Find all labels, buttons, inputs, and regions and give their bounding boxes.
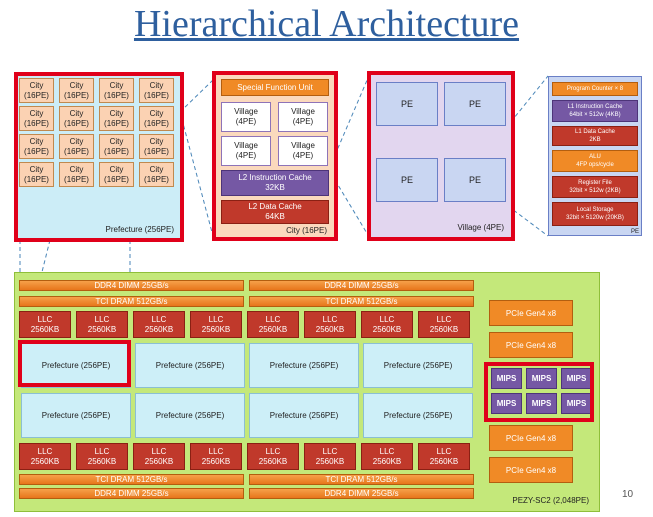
prefecture-tile: Prefecture (256PE) xyxy=(249,343,359,388)
llc-box: LLC 2560KB xyxy=(190,311,242,338)
ddr4-bar: DDR4 DIMM 25GB/s xyxy=(19,280,244,291)
mips-core: MIPS xyxy=(491,368,522,389)
mips-core: MIPS xyxy=(491,393,522,414)
pe-box: PE xyxy=(444,82,506,126)
village-panel: PE PE PE PE Village (4PE) xyxy=(370,74,512,238)
prefecture-tile: Prefecture (256PE) xyxy=(249,393,359,438)
mips-core: MIPS xyxy=(561,368,592,389)
mips-core: MIPS xyxy=(526,393,557,414)
city-box: City (16PE) xyxy=(19,78,54,103)
ddr4-bar: DDR4 DIMM 25GB/s xyxy=(249,280,474,291)
village-panel-label: Village (4PE) xyxy=(457,223,504,232)
pcie-block: PCIe Gen4 x8 xyxy=(489,425,573,451)
city-box: City (16PE) xyxy=(139,162,174,187)
city-box: City (16PE) xyxy=(99,78,134,103)
pe-box: PE xyxy=(376,158,438,202)
city-box: City (16PE) xyxy=(59,134,94,159)
pe-box: PE xyxy=(444,158,506,202)
city-box: City (16PE) xyxy=(19,134,54,159)
llc-box: LLC 2560KB xyxy=(361,443,413,470)
local-storage: Local Storage 32bit × 5120w (20KB) xyxy=(552,202,638,226)
prefecture-panel: City (16PE)City (16PE)City (16PE)City (1… xyxy=(16,74,182,240)
llc-box: LLC 2560KB xyxy=(418,443,470,470)
city-box: City (16PE) xyxy=(59,162,94,187)
city-box: City (16PE) xyxy=(19,162,54,187)
city-highlight xyxy=(212,71,338,241)
pcie-block: PCIe Gen4 x8 xyxy=(489,457,573,483)
llc-box: LLC 2560KB xyxy=(247,311,299,338)
llc-box: LLC 2560KB xyxy=(190,443,242,470)
register-file: Register File 32bit × 512w (2KB) xyxy=(552,176,638,198)
pe-panel: Program Counter × 8 L1 Instruction Cache… xyxy=(548,76,642,236)
llc-box: LLC 2560KB xyxy=(418,311,470,338)
prefecture-tile: Prefecture (256PE) xyxy=(135,343,245,388)
city-box: City (16PE) xyxy=(59,78,94,103)
city-box: City (16PE) xyxy=(139,78,174,103)
prefecture-tile: Prefecture (256PE) xyxy=(21,393,131,438)
city-box: City (16PE) xyxy=(19,106,54,131)
city-box: City (16PE) xyxy=(99,134,134,159)
l2-instruction-cache: L2 Instruction Cache 32KB xyxy=(221,170,329,196)
prefecture-highlight xyxy=(14,72,184,242)
village-highlight xyxy=(367,71,515,241)
village-box: Village (4PE) xyxy=(221,136,271,166)
tci-bar: TCI DRAM 512GB/s xyxy=(249,474,474,485)
chip-label: PEZY-SC2 (2,048PE) xyxy=(512,496,589,505)
llc-box: LLC 2560KB xyxy=(19,443,71,470)
tci-bar: TCI DRAM 512GB/s xyxy=(19,474,244,485)
l1-data-cache: L1 Data Cache 2KB xyxy=(552,126,638,146)
ddr4-bar: DDR4 DIMM 25GB/s xyxy=(249,488,474,499)
city-box: City (16PE) xyxy=(139,106,174,131)
llc-box: LLC 2560KB xyxy=(247,443,299,470)
llc-box: LLC 2560KB xyxy=(361,311,413,338)
city-box: City (16PE) xyxy=(139,134,174,159)
page-title: Hierarchical Architecture xyxy=(133,3,520,45)
pe-box: PE xyxy=(376,82,438,126)
program-counter: Program Counter × 8 xyxy=(552,82,638,96)
prefecture-tile: Prefecture (256PE) xyxy=(363,343,473,388)
llc-box: LLC 2560KB xyxy=(133,443,185,470)
page-number: 10 xyxy=(622,489,634,500)
tci-bar: TCI DRAM 512GB/s xyxy=(249,296,474,307)
llc-box: LLC 2560KB xyxy=(19,311,71,338)
pcie-block: PCIe Gen4 x8 xyxy=(489,300,573,326)
llc-box: LLC 2560KB xyxy=(76,311,128,338)
ddr4-bar: DDR4 DIMM 25GB/s xyxy=(19,488,244,499)
special-function-unit: Special Function Unit xyxy=(221,79,329,96)
pe-panel-label: PE xyxy=(630,229,639,235)
tci-bar: TCI DRAM 512GB/s xyxy=(19,296,244,307)
l2-data-cache: L2 Data Cache 64KB xyxy=(221,200,329,224)
village-box: Village (4PE) xyxy=(221,102,271,132)
prefecture-tile: Prefecture (256PE) xyxy=(363,393,473,438)
llc-box: LLC 2560KB xyxy=(133,311,185,338)
city-panel-label: City (16PE) xyxy=(286,226,327,235)
prefecture-tile-highlight xyxy=(18,340,131,387)
mips-highlight xyxy=(484,362,594,422)
prefecture-tile: Prefecture (256PE) xyxy=(21,343,131,388)
village-box: Village (4PE) xyxy=(278,102,328,132)
city-panel: Special Function Unit Village (4PE) Vill… xyxy=(215,74,335,238)
city-box: City (16PE) xyxy=(99,162,134,187)
prefecture-tile: Prefecture (256PE) xyxy=(135,393,245,438)
city-box: City (16PE) xyxy=(99,106,134,131)
pcie-block: PCIe Gen4 x8 xyxy=(489,332,573,358)
llc-box: LLC 2560KB xyxy=(304,443,356,470)
prefecture-panel-label: Prefecture (256PE) xyxy=(105,225,174,234)
llc-box: LLC 2560KB xyxy=(304,311,356,338)
l1-instruction-cache: L1 Instruction Cache 64bit × 512w (4KB) xyxy=(552,100,638,122)
mips-core: MIPS xyxy=(526,368,557,389)
alu: ALU 4FP ops/cycle xyxy=(552,150,638,172)
city-box: City (16PE) xyxy=(59,106,94,131)
village-box: Village (4PE) xyxy=(278,136,328,166)
llc-box: LLC 2560KB xyxy=(76,443,128,470)
